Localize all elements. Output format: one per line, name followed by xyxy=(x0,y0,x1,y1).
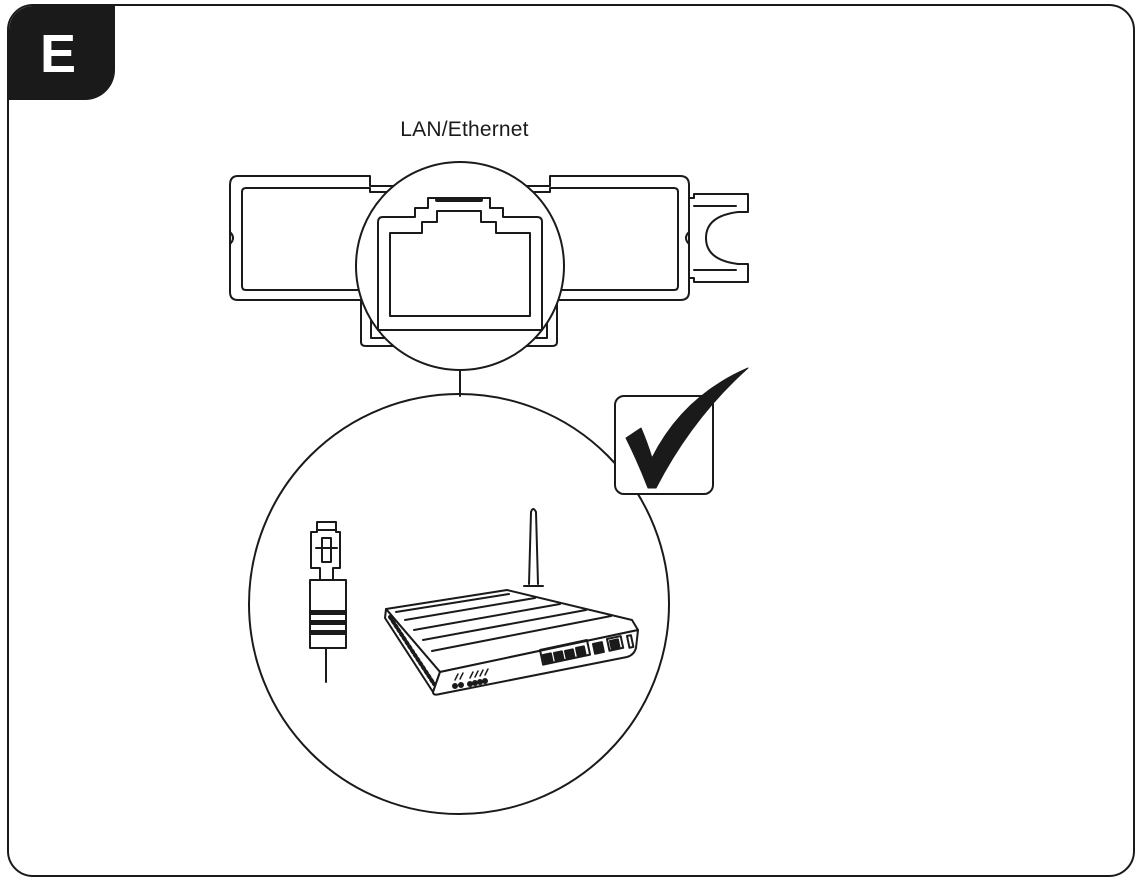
instruction-panel: E xyxy=(7,4,1135,877)
checkmark-icon xyxy=(614,367,749,495)
magnifier-circle xyxy=(355,161,565,371)
step-badge: E xyxy=(9,6,115,100)
ethernet-cable-icon xyxy=(309,521,347,683)
router-icon xyxy=(384,508,639,696)
port-label: LAN/Ethernet xyxy=(400,118,529,141)
detail-circle xyxy=(248,393,670,815)
device-clip xyxy=(688,193,749,283)
device-housing xyxy=(229,175,690,301)
ethernet-port xyxy=(377,197,543,331)
